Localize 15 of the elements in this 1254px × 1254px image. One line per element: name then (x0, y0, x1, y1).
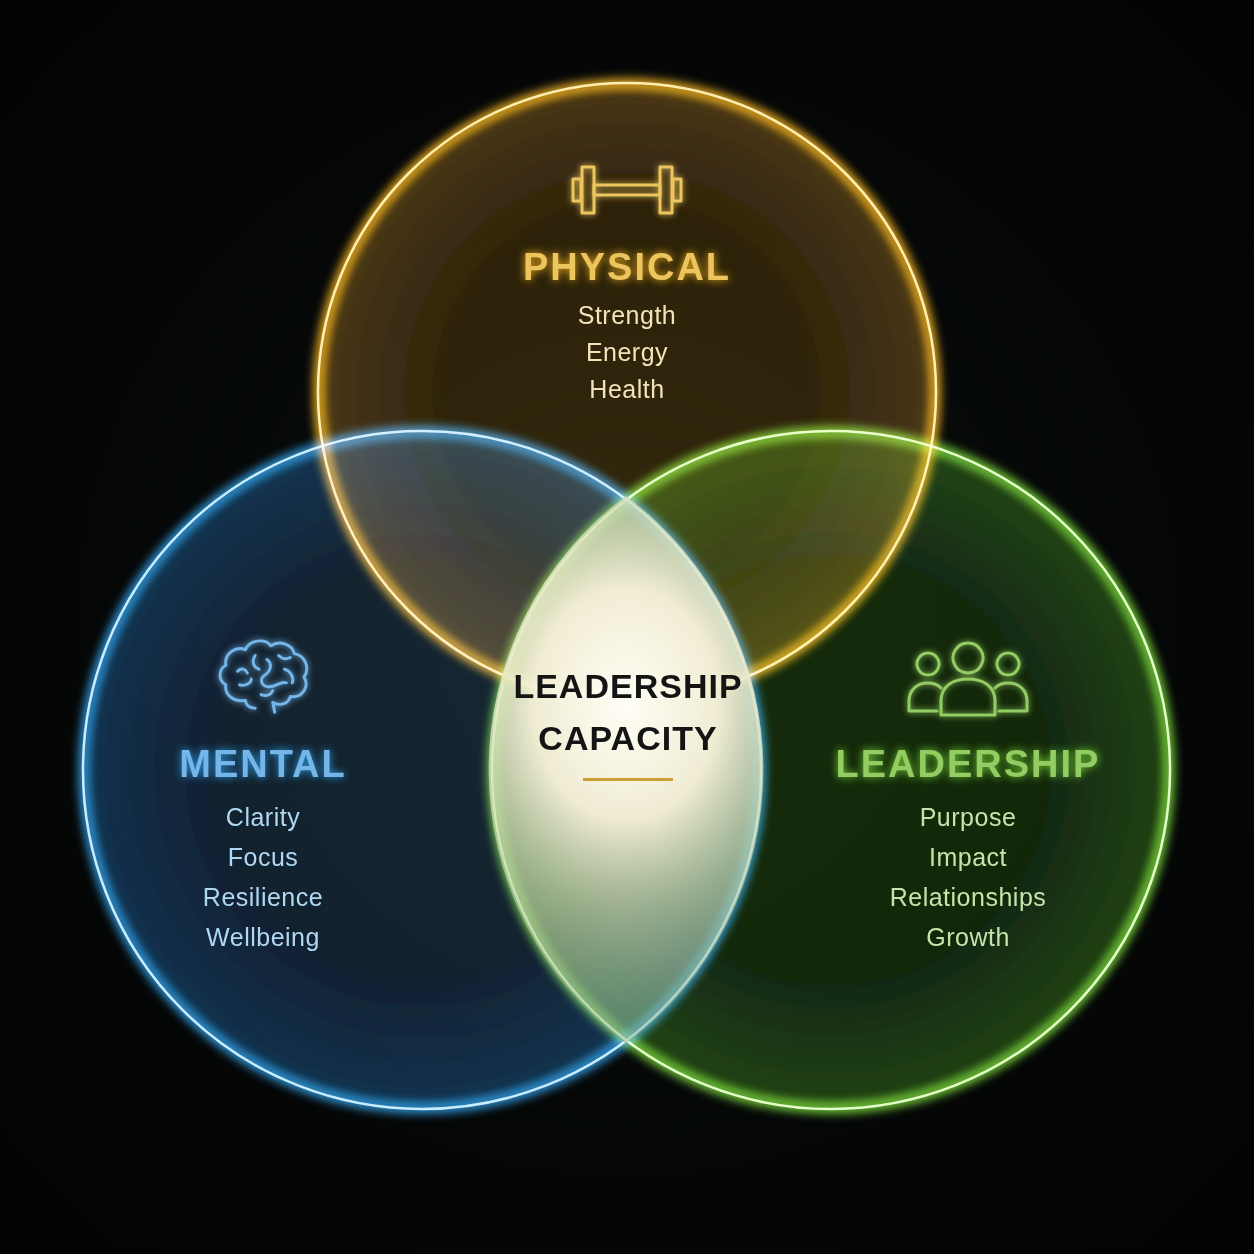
list-item: Wellbeing (206, 922, 320, 952)
list-item: Clarity (225, 802, 301, 832)
list-item: Relationships (889, 882, 1047, 912)
list-item: Strength (577, 300, 677, 330)
list-item: Energy (585, 337, 669, 367)
category-heading: MENTAL (179, 743, 347, 787)
list-item: Impact (929, 842, 1007, 872)
list-item: Health (589, 374, 665, 404)
category-heading: PHYSICAL (522, 246, 732, 290)
list-item: Resilience (202, 882, 324, 912)
list-item: Focus (227, 842, 299, 872)
category-heading: LEADERSHIP (835, 743, 1101, 787)
center-title: LEADERSHIP CAPACITY (512, 666, 744, 759)
list-item: Purpose (919, 802, 1017, 832)
list-item: Growth (926, 922, 1010, 952)
